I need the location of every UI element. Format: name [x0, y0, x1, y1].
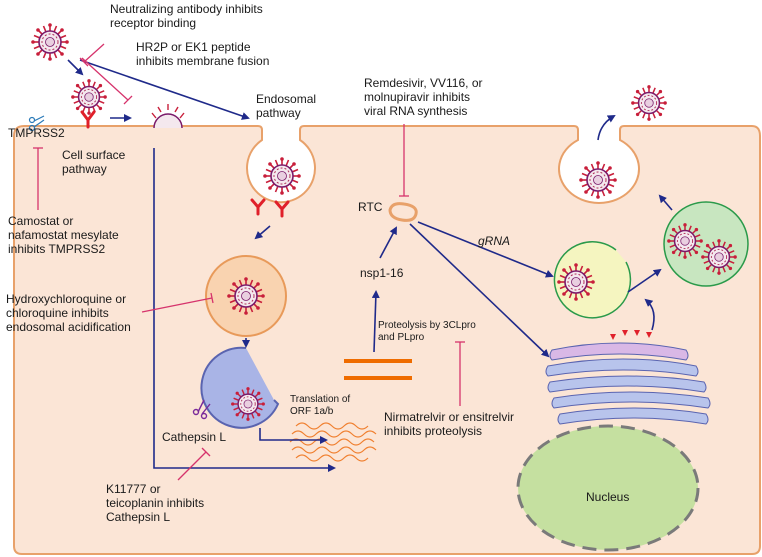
nsp-label: nsp1-16 — [360, 266, 404, 280]
virus-icon — [230, 386, 266, 422]
grna-label: gRNA — [478, 234, 511, 248]
virus-icon — [30, 22, 70, 62]
inhibitor-lines — [33, 43, 465, 481]
virus-icon — [70, 78, 108, 116]
ace2-receptor-icon — [80, 110, 96, 129]
nucleus-label: Nucleus — [586, 490, 630, 504]
assembly-vesicle — [553, 241, 632, 319]
virus-icon — [700, 238, 738, 276]
ace2-receptor-icon — [274, 200, 290, 218]
cathepsin-scissors-icon — [192, 399, 211, 420]
endosomal-pathway-label: Endosomal pathway — [256, 92, 317, 120]
polyprotein-bar — [344, 376, 412, 380]
budding-spikes — [610, 330, 652, 340]
virus-icon — [556, 262, 596, 302]
polyprotein-bar — [344, 359, 412, 363]
hr2p-peptide-label: HR2P or EK1 peptide inhibits membrane fu… — [136, 40, 270, 68]
rna-strands — [289, 422, 377, 462]
rtc-vesicle — [388, 202, 418, 222]
hydroxychloroquine-label: Hydroxychloroquine or chloroquine inhibi… — [6, 292, 131, 334]
k11777-label: K11777 or teicoplanin inhibits Cathepsin… — [106, 482, 205, 524]
virus-icon — [578, 160, 618, 200]
tmprss2-label: TMPRSS2 — [8, 126, 65, 140]
camostat-label: Camostat or nafamostat mesylate inhibits… — [8, 214, 119, 256]
virus-icon — [262, 156, 302, 196]
rtc-label: RTC — [358, 200, 383, 214]
tmprss2-scissors-icon — [28, 115, 45, 132]
fusing-virus-spikes — [151, 104, 185, 119]
pathway-arrows — [67, 59, 673, 472]
golgi-apparatus — [545, 342, 711, 425]
fusing-virus-icon — [153, 113, 183, 129]
nirmatrelvir-label: Nirmatrelvir or ensitrelvir inhibits pro… — [384, 410, 515, 438]
cathepsin-label: Cathepsin L — [162, 430, 227, 444]
virus-icon — [226, 276, 266, 316]
translation-label: Translation of ORF 1a/b — [290, 394, 351, 417]
proteolysis-label: Proteolysis by 3CLpro and PLpro — [378, 320, 476, 343]
nucleus — [516, 424, 700, 552]
ace2-receptor-icon — [250, 198, 266, 216]
cell-surface-pathway-label: Cell surface pathway — [62, 148, 126, 176]
virus-icon — [666, 222, 704, 260]
remdesivir-label: Remdesivir, VV116, or molnupiravir inhib… — [364, 76, 483, 118]
neutralizing-antibody-label: Neutralizing antibody inhibits receptor … — [110, 2, 263, 30]
virus-icon — [630, 84, 668, 122]
